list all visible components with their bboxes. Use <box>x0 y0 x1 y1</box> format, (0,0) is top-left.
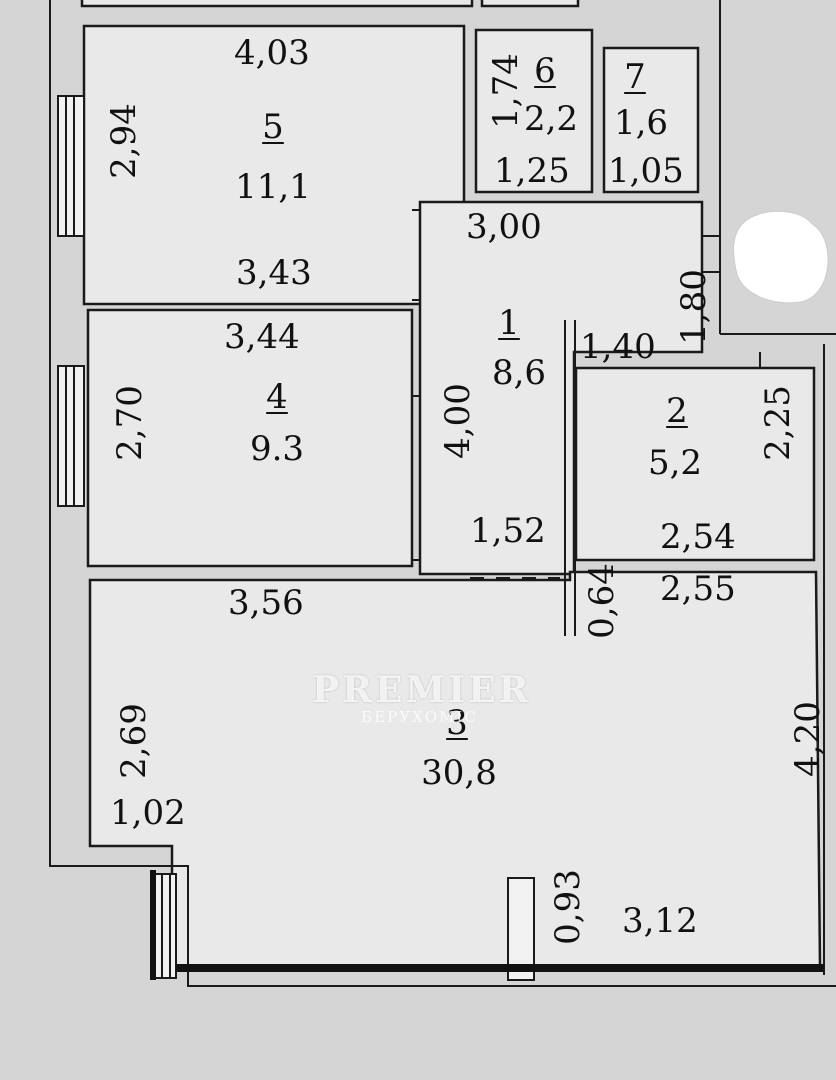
dim-room-6-bottom: 1,25 <box>494 151 570 191</box>
room-4-number: 4 <box>266 377 288 417</box>
watermark-brand: PREMIER <box>312 669 532 711</box>
dim-room-6-left: 1,74 <box>485 53 526 129</box>
dim-room-3-bottom-step: 0,93 <box>547 869 588 945</box>
dim-room-3-step: 0,64 <box>581 563 622 639</box>
window-room-4 <box>57 365 85 507</box>
room-5-number: 5 <box>262 107 284 147</box>
room-6-shape <box>474 28 594 194</box>
room-5-shape <box>82 24 466 306</box>
dim-room-1-left: 4,00 <box>437 383 478 459</box>
dim-room-3-top-left: 3,56 <box>228 583 304 623</box>
room-3-area: 30,8 <box>421 753 497 793</box>
dim-room-1-right: 1,80 <box>673 269 714 345</box>
interior-lines <box>412 209 761 636</box>
dim-room-3-left-bottom: 1,02 <box>110 793 186 833</box>
window-room-3-column <box>507 877 535 981</box>
dim-room-1-top: 3,00 <box>466 207 542 247</box>
room-6-area: 2,2 <box>523 99 579 139</box>
watermark-sub: БЕРУХОМІС <box>361 708 478 726</box>
dim-room-3-right: 4,20 <box>787 701 828 777</box>
window-room-5 <box>57 95 85 237</box>
room-top-strip-right <box>480 0 580 8</box>
room-2-area: 5,2 <box>647 443 703 483</box>
dim-room-3-left: 2,69 <box>113 703 154 779</box>
left-bottom-wall <box>150 870 156 980</box>
dim-room-4-left: 2,70 <box>109 385 150 461</box>
room-1-number: 1 <box>498 303 520 343</box>
dim-room-5-left: 2,94 <box>103 103 144 179</box>
dim-room-7-bottom: 1,05 <box>608 151 684 191</box>
dim-room-3-top-right: 2,55 <box>660 569 736 609</box>
room-4-area: 9.3 <box>249 429 305 469</box>
room-7-area: 1,6 <box>613 103 669 143</box>
blur-mask <box>733 210 829 304</box>
room-top-strip-left <box>80 0 474 8</box>
dim-room-4-top: 3,44 <box>224 317 300 357</box>
room-1-area: 8,6 <box>491 353 547 393</box>
dim-room-1-bottom: 1,52 <box>470 511 546 551</box>
window-room-3-left <box>153 873 177 979</box>
room-7-number: 7 <box>624 57 646 97</box>
room-3-number: 3 <box>446 703 468 743</box>
watermark: PREMIER БЕРУХОМІС <box>312 669 532 726</box>
room-shapes <box>80 0 822 968</box>
outer-walls <box>49 0 836 987</box>
dim-room-3-bottom: 3,12 <box>622 901 698 941</box>
dim-room-2-right: 2,25 <box>757 385 798 461</box>
dim-room-2-bottom: 2,54 <box>660 517 736 557</box>
room-7-shape <box>602 46 700 194</box>
room-4-shape <box>86 308 414 568</box>
room-5-area: 11,1 <box>235 167 311 207</box>
bottom-wall <box>176 964 824 972</box>
room-2-shape <box>574 366 816 562</box>
dim-room-5-top: 4,03 <box>234 33 310 73</box>
room-2-number: 2 <box>666 391 688 431</box>
dim-room-1-inner: 1,40 <box>580 327 656 367</box>
dim-room-5-bottom: 3,43 <box>236 253 312 293</box>
room-6-number: 6 <box>534 51 556 91</box>
windows <box>57 95 535 981</box>
